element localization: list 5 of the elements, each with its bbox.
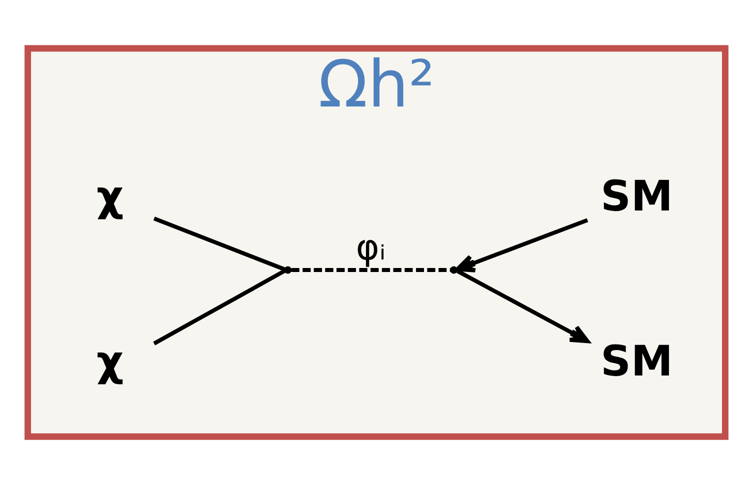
- node-text: SM: [600, 172, 673, 221]
- node-text: χ: [96, 172, 124, 221]
- node-text: χ: [96, 336, 124, 386]
- node-text: SM: [600, 336, 673, 386]
- edge-label: φᵢ: [356, 228, 386, 269]
